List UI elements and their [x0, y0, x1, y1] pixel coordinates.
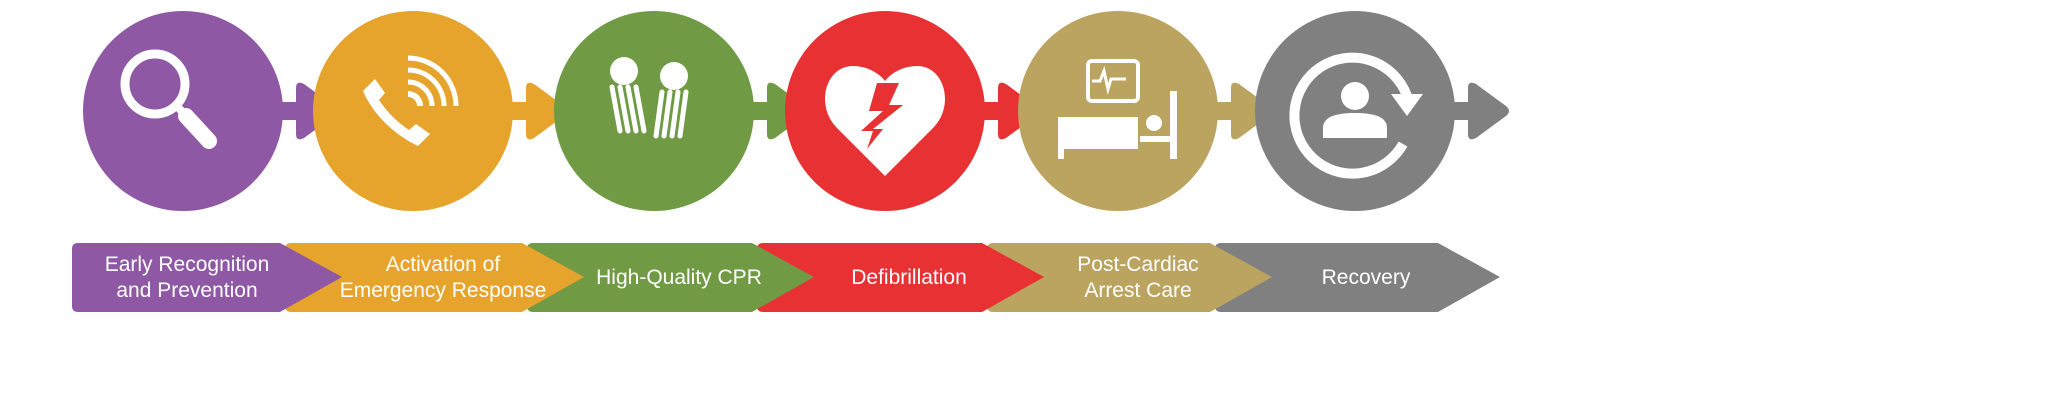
banner-shape	[72, 243, 342, 312]
step-label: Defibrillation	[851, 266, 967, 289]
step-label: Arrest Care	[1084, 279, 1191, 302]
arrow-connector	[749, 82, 808, 140]
step-recovery-circle	[1255, 11, 1509, 211]
step-label: Activation of	[386, 253, 501, 276]
arrow-connector	[1213, 82, 1272, 140]
circle	[1018, 11, 1218, 211]
step-cpr-circle	[554, 11, 808, 211]
step-label: Emergency Response	[340, 279, 547, 302]
arrow-connector	[980, 82, 1039, 140]
circle	[1255, 11, 1455, 211]
cpr-hands-icon	[609, 57, 689, 139]
step-early-recognition-circle	[83, 11, 337, 211]
arrow-connector	[1450, 82, 1509, 140]
aed-heart-icon	[825, 66, 945, 176]
banner-shape	[757, 243, 1044, 312]
step-label: Post-Cardiac	[1077, 253, 1198, 276]
banner-shape	[285, 243, 584, 312]
magnifying-glass-icon	[120, 49, 217, 149]
step-cpr-banner: High-Quality CPR	[527, 243, 814, 312]
banner-shape	[987, 243, 1272, 312]
step-defibrillation-banner: Defibrillation	[757, 243, 1044, 312]
step-early-recognition-banner: Early Recognition and Prevention	[72, 243, 342, 312]
phone-call-icon	[363, 55, 459, 146]
banner-shape	[1215, 243, 1500, 312]
step-label: High-Quality CPR	[596, 266, 762, 289]
step-label: Early Recognition	[105, 253, 270, 276]
step-label: and Prevention	[116, 279, 257, 302]
step-post-cardiac-circle	[1018, 11, 1272, 211]
step-activation-banner: Activation of Emergency Response	[285, 243, 584, 312]
arrow-connector	[278, 82, 337, 140]
circle	[554, 11, 754, 211]
hospital-bed-monitor-icon	[1058, 59, 1177, 159]
arrow-connector	[508, 82, 567, 140]
step-recovery-banner: Recovery	[1215, 243, 1500, 312]
circle	[313, 11, 513, 211]
person-recovery-cycle-icon	[1289, 52, 1423, 179]
step-activation-circle	[313, 11, 567, 211]
step-label: Recovery	[1322, 266, 1411, 289]
banner-shape	[527, 243, 814, 312]
step-defibrillation-circle	[785, 11, 1039, 211]
